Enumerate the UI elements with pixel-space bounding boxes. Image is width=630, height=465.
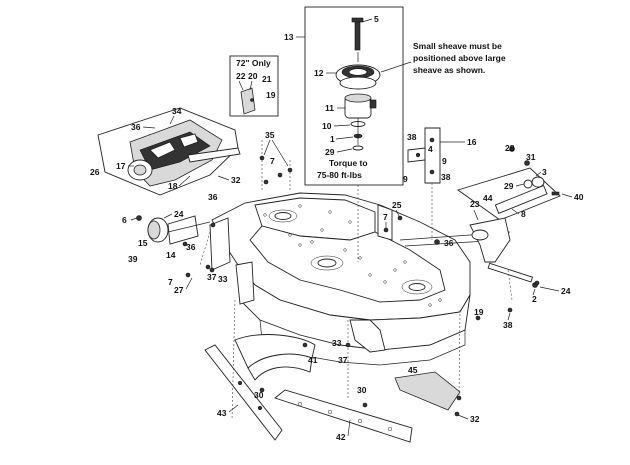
- callout-15: 15: [138, 238, 148, 248]
- callout-36a: 36: [131, 122, 141, 132]
- sheave-note-line2: positioned above large: [413, 53, 506, 63]
- torque-note-line2: 75-80 ft-lbs: [317, 170, 362, 180]
- callout-36c: 36: [186, 242, 196, 252]
- callout-44: 44: [483, 193, 493, 203]
- callout-27: 27: [174, 285, 184, 295]
- torque-note-line1: Torque to: [329, 158, 368, 168]
- callout-38c: 38: [503, 320, 513, 330]
- callout-40: 40: [574, 192, 584, 202]
- callout-9a: 9: [442, 156, 447, 166]
- callout-1: 1: [330, 134, 335, 144]
- baffles-skids: [204, 334, 462, 443]
- callout-37b: 37: [338, 355, 348, 365]
- only-72-label: 72" Only: [236, 58, 271, 68]
- callout-29b: 29: [504, 181, 514, 191]
- callout-42: 42: [336, 432, 346, 442]
- callout-45: 45: [408, 365, 418, 375]
- callout-36b: 36: [208, 192, 218, 202]
- callout-3: 3: [542, 167, 547, 177]
- callout-37a: 37: [207, 272, 217, 282]
- callout-12: 12: [314, 68, 324, 78]
- sheave-note-line3: sheave as shown.: [413, 65, 485, 75]
- callout-4: 4: [428, 144, 433, 154]
- sheave-note: Small sheave must be positioned above la…: [380, 41, 506, 75]
- belt-cover-assembly: [97, 107, 241, 196]
- callout-19a: 19: [266, 90, 276, 100]
- callout-labels: 5 13 12 11 10 1 29 22 20 21 19 34 36 17 …: [90, 14, 584, 442]
- callout-36-right: 36: [444, 238, 454, 248]
- callout-6: 6: [122, 215, 127, 225]
- callout-32b: 32: [470, 414, 480, 424]
- callout-24a: 24: [174, 209, 184, 219]
- callout-29a: 29: [325, 147, 335, 157]
- anti-scalp-wheel: [136, 215, 211, 278]
- callout-30b: 30: [254, 390, 264, 400]
- callout-31: 31: [526, 152, 536, 162]
- callout-38b: 38: [441, 172, 451, 182]
- callout-2: 2: [532, 294, 537, 304]
- callout-20: 20: [248, 71, 258, 81]
- callout-17: 17: [116, 161, 126, 171]
- only-72-inset: 72" Only: [229, 55, 279, 117]
- callout-14: 14: [166, 250, 176, 260]
- callout-8: 8: [521, 209, 526, 219]
- callout-38a: 38: [407, 132, 417, 142]
- callout-9b: 9: [403, 174, 408, 184]
- callout-26: 26: [90, 167, 100, 177]
- sheave-note-line1: Small sheave must be: [413, 41, 502, 51]
- callout-33b: 33: [332, 338, 342, 348]
- callout-41: 41: [308, 355, 318, 365]
- callout-18: 18: [168, 181, 178, 191]
- callout-43: 43: [217, 408, 227, 418]
- callout-30a: 30: [357, 385, 367, 395]
- callout-35: 35: [265, 130, 275, 140]
- callout-39: 39: [128, 254, 138, 264]
- idler-arm: [456, 146, 561, 288]
- guide-lines: [199, 140, 513, 421]
- fasteners: [209, 155, 540, 321]
- callout-11: 11: [325, 103, 334, 113]
- callout-32a: 32: [231, 175, 241, 185]
- callout-23: 23: [470, 199, 480, 209]
- callout-19b: 19: [474, 307, 484, 317]
- callout-33a: 33: [218, 274, 228, 284]
- callout-24b: 24: [561, 286, 571, 296]
- callout-16: 16: [467, 137, 477, 147]
- callout-7c: 7: [383, 212, 388, 222]
- idler-bracket: [407, 127, 465, 240]
- callout-7b: 7: [168, 277, 173, 287]
- callout-34: 34: [172, 106, 182, 116]
- spindle-inset: Torque to 75-80 ft-lbs: [304, 6, 404, 186]
- callout-21: 21: [262, 74, 272, 84]
- callout-13: 13: [284, 32, 294, 42]
- callout-7a: 7: [270, 156, 275, 166]
- mower-deck: [209, 192, 511, 366]
- callout-10: 10: [322, 121, 332, 131]
- callout-25: 25: [392, 200, 402, 210]
- callout-28: 28: [505, 143, 515, 153]
- callout-22: 22: [236, 71, 246, 81]
- callout-5: 5: [374, 14, 379, 24]
